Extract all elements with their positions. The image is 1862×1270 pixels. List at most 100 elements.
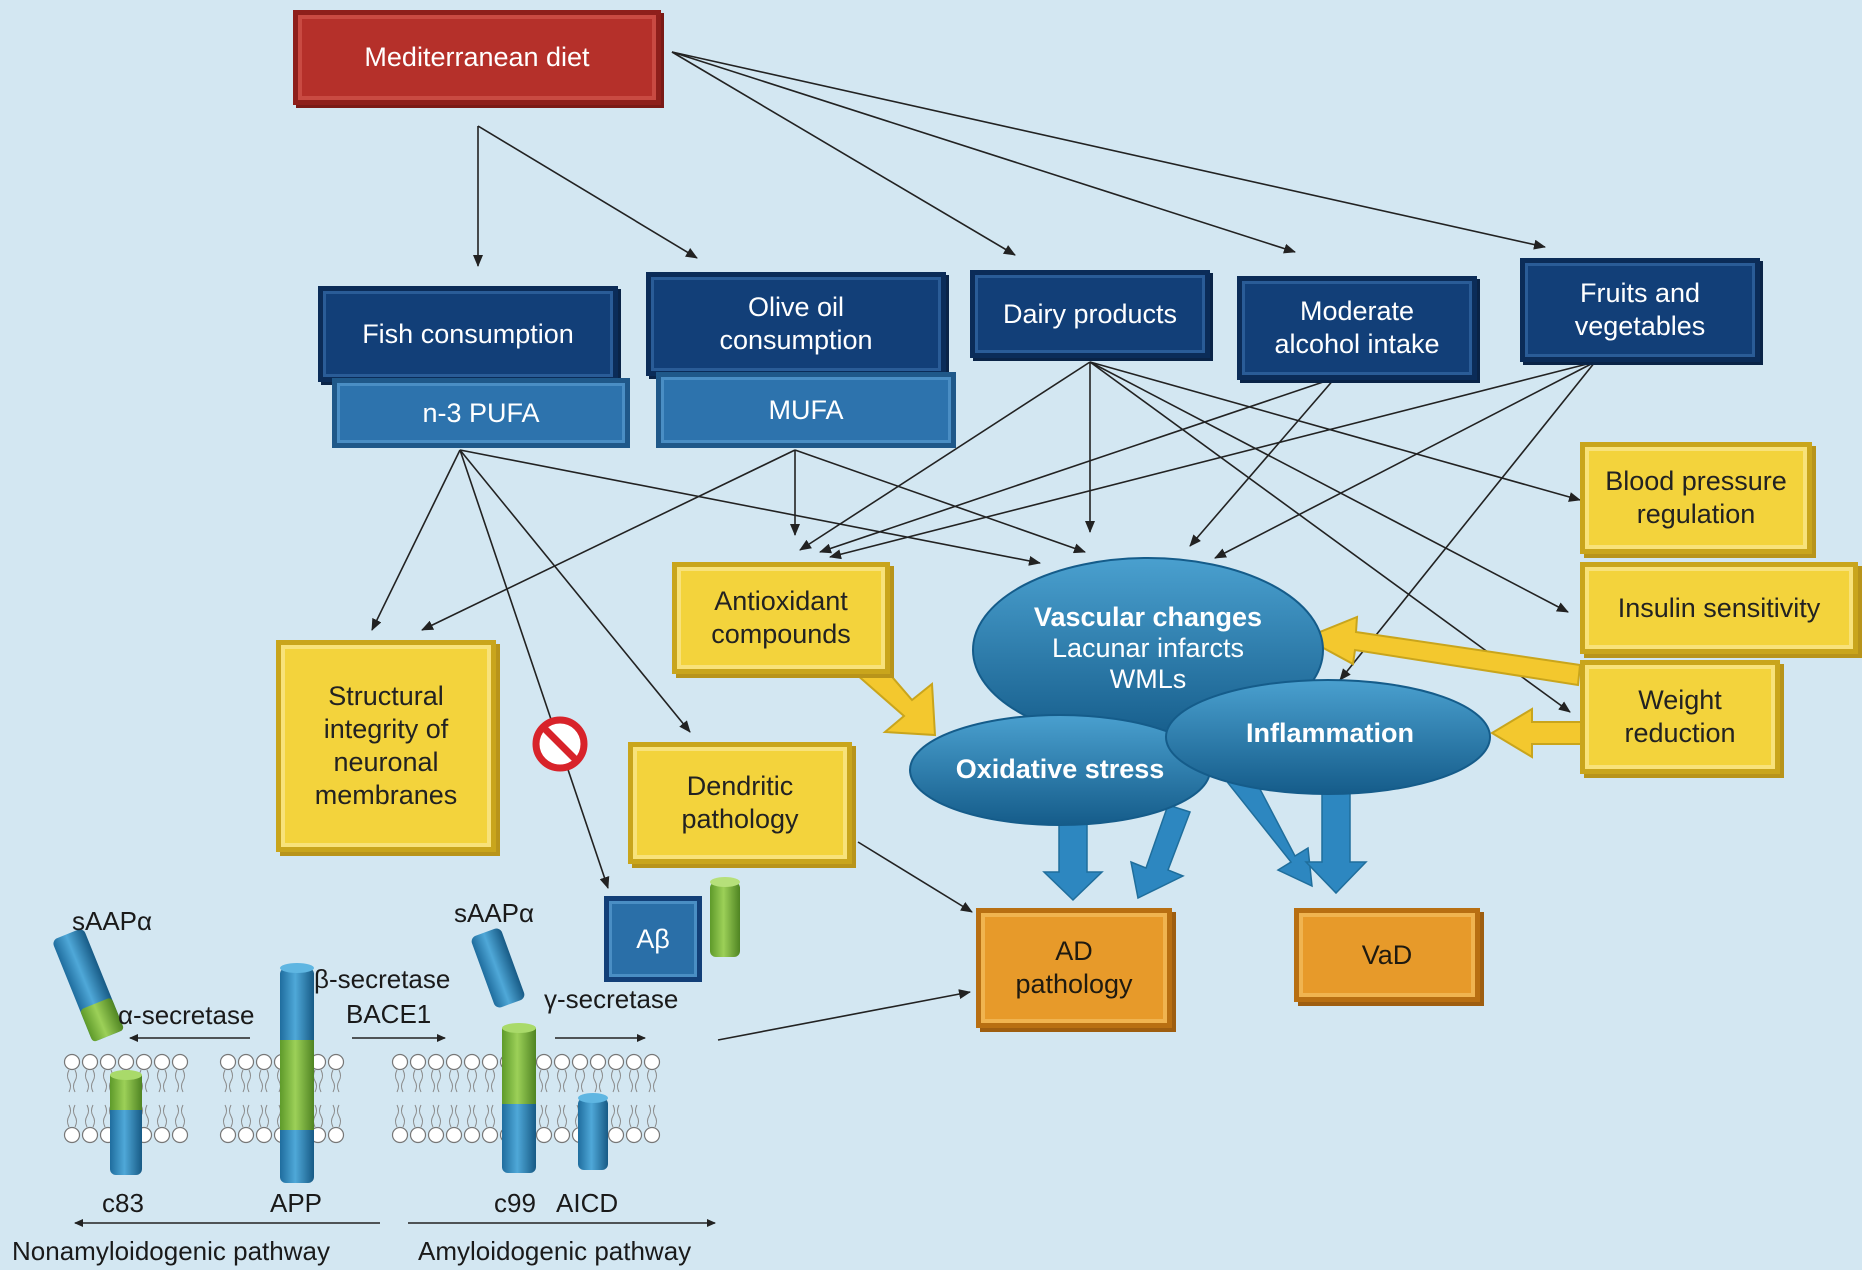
- oxidative-stress-label: Oxidative stress: [955, 754, 1165, 784]
- lipid-tail: [175, 1104, 179, 1128]
- lipid-head: [63, 1053, 81, 1071]
- mediterranean-diet-label: Mediterranean diet: [364, 42, 590, 73]
- lipid-tail: [419, 1069, 423, 1093]
- lipid-tail: [85, 1104, 89, 1128]
- lipid-tail: [337, 1104, 341, 1128]
- dendritic-pathology-box: Dendritic pathology: [628, 742, 852, 864]
- lipid-tail: [395, 1104, 399, 1128]
- no-entry-icon: [532, 716, 588, 772]
- lipid-head: [463, 1053, 481, 1071]
- c83-protein: [110, 1070, 142, 1175]
- lipid-tail: [401, 1069, 405, 1093]
- aicd-protein: [578, 1093, 608, 1170]
- lipid-tail: [265, 1069, 269, 1093]
- saap-left-protein: [53, 929, 124, 1042]
- app-label: APP: [270, 1188, 323, 1218]
- lipid-head: [391, 1126, 409, 1144]
- weight-to-inflammation-block-arrow: [1490, 707, 1583, 759]
- inflammation-to-vad-block-arrow-2: [1304, 787, 1368, 895]
- pufa-arrows: [371, 449, 1041, 889]
- lipid-tail: [229, 1069, 233, 1093]
- oxidative-to-ad-block-arrow: [1042, 817, 1104, 902]
- n3-pufa-box: n-3 PUFA: [332, 378, 630, 448]
- weight-reduction-label-line1: Weight: [1638, 685, 1722, 716]
- lipid-head: [153, 1053, 171, 1071]
- vascular-changes-title: Vascular changes: [1033, 602, 1263, 632]
- lipid-tail: [431, 1104, 435, 1128]
- lipid-head: [171, 1126, 189, 1144]
- lipid-tail: [599, 1069, 603, 1093]
- lipid-head: [445, 1053, 463, 1071]
- lipid-tail: [331, 1069, 335, 1093]
- lipid-tail: [647, 1069, 651, 1093]
- olive-oil-box: Olive oil consumption: [646, 272, 946, 376]
- mufa-box: MUFA: [656, 372, 956, 448]
- lipid-tail: [617, 1069, 621, 1093]
- c99-label: c99: [494, 1188, 536, 1218]
- lipid-tail: [449, 1069, 453, 1093]
- alcohol-arrows: [819, 377, 1336, 554]
- lipid-tail: [473, 1069, 477, 1093]
- lipid-head: [255, 1126, 273, 1144]
- beta-secretase-label-line2: BACE1: [346, 999, 432, 1029]
- diet-arrows: [473, 51, 1546, 267]
- fruits-vegetables-label-line1: Fruits and: [1579, 278, 1701, 309]
- lipid-tail: [449, 1104, 453, 1128]
- lipid-head: [153, 1126, 171, 1144]
- lipid-tail: [575, 1069, 579, 1093]
- lipid-head: [625, 1053, 643, 1071]
- lipid-tail: [539, 1069, 543, 1093]
- dendritic-label-line2: pathology: [681, 804, 799, 834]
- lipid-tail: [491, 1069, 495, 1093]
- vascular-changes-line3: WMLs: [1109, 664, 1187, 694]
- arrow-diet-alcohol: [671, 51, 1296, 254]
- lipid-head: [99, 1053, 117, 1071]
- lipid-tail: [413, 1104, 417, 1128]
- amyloid-pathway-label: Amyloidogenic pathway: [418, 1236, 692, 1266]
- lipid-tail: [419, 1104, 423, 1128]
- lipid-tail: [395, 1069, 399, 1093]
- lipid-tail: [563, 1104, 567, 1128]
- arrow-alcohol-antiox: [819, 377, 1336, 554]
- lipid-head: [255, 1053, 273, 1071]
- inflammation-to-ad-block-arrow: [1130, 804, 1191, 900]
- ad-pathology-label-line2: pathology: [1015, 969, 1133, 999]
- abeta-box: Aβ: [604, 896, 702, 982]
- structural-label-line4: membranes: [314, 779, 458, 810]
- weight-to-vascular-block-arrow: [1302, 615, 1582, 687]
- lipid-head: [535, 1126, 553, 1144]
- lipid-head: [553, 1126, 571, 1144]
- lipid-tail: [557, 1069, 561, 1093]
- lipid-head: [219, 1126, 237, 1144]
- moderate-alcohol-box: Moderate alcohol intake: [1237, 276, 1477, 380]
- lipid-tail: [163, 1069, 167, 1093]
- lipid-head: [625, 1126, 643, 1144]
- lipid-tail: [181, 1104, 185, 1128]
- lipid-tail: [593, 1069, 597, 1093]
- lipid-head: [463, 1126, 481, 1144]
- inflammation-ellipse: [1165, 679, 1491, 795]
- pathway-arrows: [74, 1034, 716, 1227]
- lipid-tail: [629, 1069, 633, 1093]
- lipid-head: [643, 1126, 661, 1144]
- lipid-tail: [401, 1104, 405, 1128]
- lipid-tail: [229, 1104, 233, 1128]
- structural-label-line3: neuronal: [333, 747, 439, 777]
- lipid-tail: [467, 1069, 471, 1093]
- arrow-diet-fruits: [671, 51, 1546, 250]
- lipid-tail: [491, 1104, 495, 1128]
- lipid-head: [427, 1126, 445, 1144]
- arrow-mufa-vascular: [794, 449, 1086, 554]
- lipid-tail: [611, 1069, 615, 1093]
- abeta-green-peptide: [710, 877, 740, 957]
- lipid-tail: [653, 1069, 657, 1093]
- arrow-dairy-bp: [1089, 361, 1581, 502]
- lipid-tail: [581, 1069, 585, 1093]
- lipid-tail: [473, 1104, 477, 1128]
- arrow-fruits-vascular: [1214, 361, 1596, 559]
- lipid-tail: [485, 1069, 489, 1093]
- mechanism-ellipses: [909, 557, 1491, 826]
- blood-pressure-label-line2: regulation: [1636, 499, 1756, 529]
- saap-right-label: sAAPα: [454, 898, 535, 928]
